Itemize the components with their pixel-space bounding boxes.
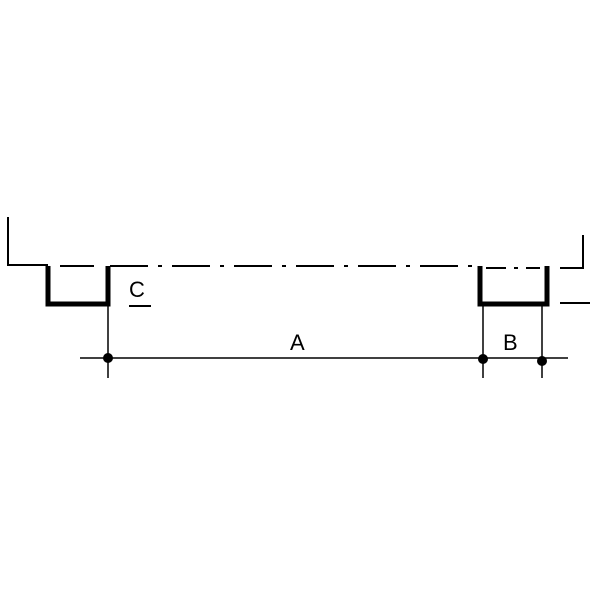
dimension-dot-mid (478, 354, 488, 364)
dimension-dot-left (103, 353, 113, 363)
dimension-dot-right (537, 356, 547, 366)
label-c: C (129, 277, 145, 302)
label-a: A (290, 330, 305, 355)
right-wall-outline (560, 235, 584, 269)
label-b: B (503, 330, 518, 355)
right-channel (477, 266, 550, 307)
left-wall-outline (7, 217, 48, 266)
left-channel (45, 266, 111, 307)
